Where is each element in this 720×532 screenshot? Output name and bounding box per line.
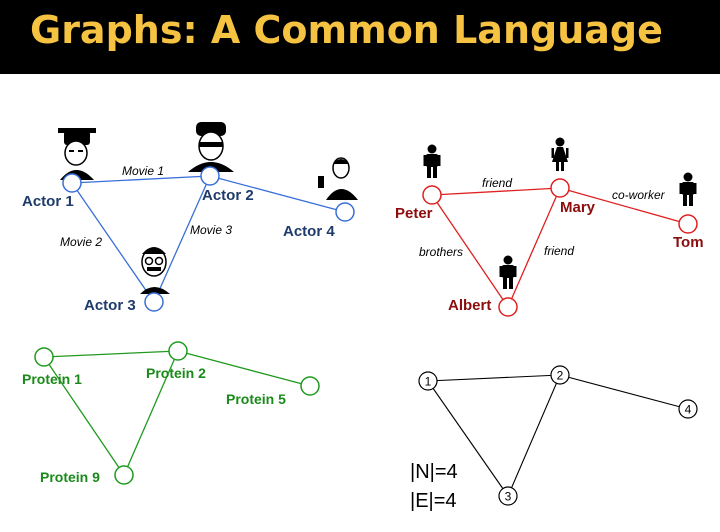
abstract-edge-2-4 xyxy=(559,374,689,410)
social-edge-peter-albert xyxy=(431,194,509,308)
abstract-node-3 xyxy=(498,486,518,506)
protein-5-node xyxy=(300,376,320,396)
actor-2-node xyxy=(200,166,220,186)
tom-person-icon xyxy=(679,172,697,206)
protein-1-node xyxy=(34,347,54,367)
actor-4-node xyxy=(335,202,355,222)
protein-graph: Protein 1 Protein 2 Protein 5 Protein 9 xyxy=(22,341,320,485)
actor-1-label: Actor 1 xyxy=(22,193,74,210)
actor-1-portrait-icon xyxy=(58,128,96,180)
abstract-node-1 xyxy=(418,371,438,391)
social-edge-label: co-worker xyxy=(612,188,666,202)
mary-label: Mary xyxy=(560,199,596,216)
abstract-node-1-label: 1 xyxy=(425,375,432,389)
tom-node xyxy=(678,214,698,234)
peter-label: Peter xyxy=(395,205,433,222)
albert-person-icon xyxy=(499,255,517,289)
social-edge-label: brothers xyxy=(419,245,463,259)
peter-node xyxy=(422,185,442,205)
protein-edge-p1-p9 xyxy=(43,356,125,476)
protein-edge-p1-p2 xyxy=(43,350,179,358)
movie-edge-label: Movie 1 xyxy=(122,164,164,178)
abstract-node-3-label: 3 xyxy=(505,490,512,504)
social-edge-peter-mary xyxy=(431,187,561,196)
tom-label: Tom xyxy=(673,234,704,251)
movie-edge-a2-a3 xyxy=(153,175,211,303)
albert-label: Albert xyxy=(448,297,491,314)
protein-2-node xyxy=(168,341,188,361)
movie-edge-a1-a3 xyxy=(71,182,155,303)
protein-9-label: Protein 9 xyxy=(40,469,100,485)
social-edge-label: friend xyxy=(482,176,512,190)
slide-title: Graphs: A Common Language xyxy=(30,8,663,52)
protein-edge-p2-p5 xyxy=(177,350,311,387)
movie-edge-label: Movie 3 xyxy=(190,223,232,237)
social-graph: friend co-worker brothers friend Peter M… xyxy=(395,137,704,317)
actor-1-node xyxy=(62,173,82,193)
actor-4-portrait-icon xyxy=(318,157,358,200)
actor-3-portrait-icon xyxy=(140,247,170,294)
actor-3-label: Actor 3 xyxy=(84,297,136,314)
actor-4-label: Actor 4 xyxy=(283,223,335,240)
abstract-edge-2-3 xyxy=(507,374,561,497)
movie-edge-a2-a4 xyxy=(209,175,346,213)
movie-graph: Movie 1 Movie 2 Movie 3 xyxy=(22,122,358,314)
abstract-graph: 1 2 3 4 |N|=4 |E|=4 xyxy=(410,365,698,512)
social-edge-label: friend xyxy=(544,244,574,258)
actor-2-portrait-icon xyxy=(188,122,234,172)
abstract-node-4-label: 4 xyxy=(685,403,692,417)
abstract-node-2-label: 2 xyxy=(557,369,564,383)
protein-2-label: Protein 2 xyxy=(146,365,206,381)
peter-person-icon xyxy=(423,144,441,178)
social-edge-mary-albert xyxy=(507,187,561,308)
protein-5-label: Protein 5 xyxy=(226,391,286,407)
movie-edge-label: Movie 2 xyxy=(60,235,102,249)
protein-1-label: Protein 1 xyxy=(22,371,82,387)
abstract-edge-1-3 xyxy=(427,380,509,497)
abstract-edge-1-2 xyxy=(427,374,561,382)
albert-node xyxy=(498,297,518,317)
mary-node xyxy=(550,178,570,198)
protein-9-node xyxy=(114,465,134,485)
abstract-node-4 xyxy=(678,399,698,419)
title-bar: Graphs: A Common Language xyxy=(0,0,720,74)
edge-count-label: |E|=4 xyxy=(410,490,457,512)
actor-2-label: Actor 2 xyxy=(202,187,254,204)
movie-edge-a1-a2 xyxy=(71,175,211,184)
actor-3-node xyxy=(144,292,164,312)
protein-edge-p2-p9 xyxy=(123,350,179,476)
social-edge-mary-tom xyxy=(559,187,689,225)
abstract-node-2 xyxy=(550,365,570,385)
mary-person-icon xyxy=(551,137,569,171)
node-count-label: |N|=4 xyxy=(410,461,458,483)
